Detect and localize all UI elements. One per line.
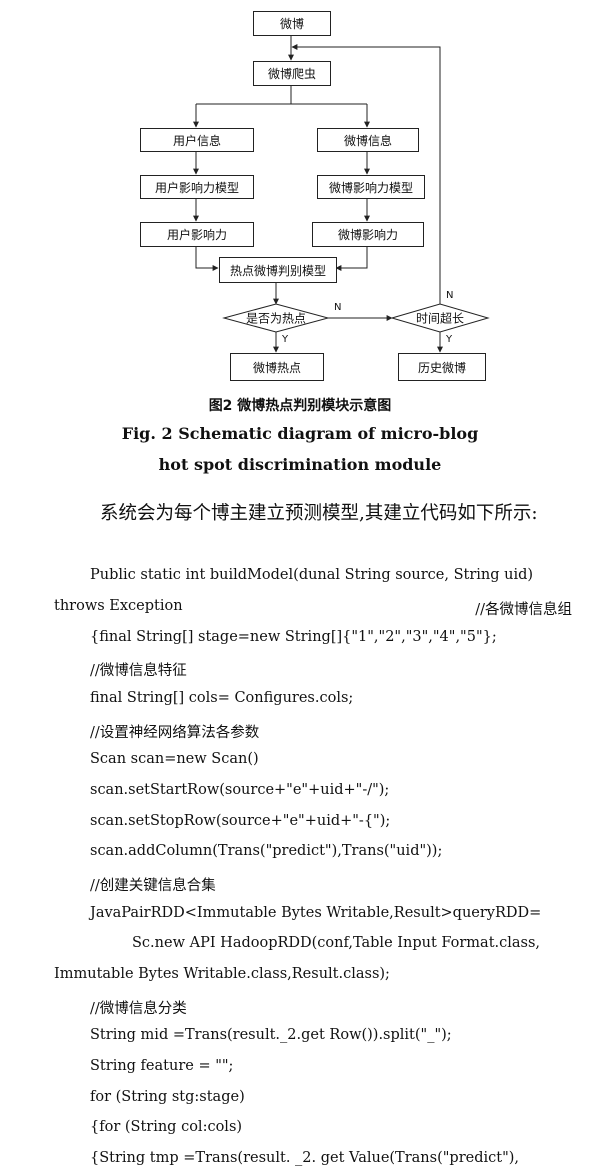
edge-label-y-hot: Y: [282, 334, 289, 345]
decision-is-hot-label: 是否为热点: [245, 311, 307, 326]
node-user-influence: 用户影响力: [140, 222, 254, 247]
node-history: 历史微博: [398, 353, 486, 381]
code-comment: //微博信息分类: [90, 1001, 187, 1017]
edge-weiboinfluence-hotmodel: [335, 245, 368, 271]
code-line: scan.addColumn(Trans("predict"),Trans("u…: [90, 843, 443, 859]
code-line: Scan scan=new Scan(): [90, 751, 259, 767]
node-user-model: 用户影响力模型: [140, 175, 254, 199]
flowchart: 微博 微博爬虫 用户信息 微博信息 用户影响力模型 微博影响力模型 用户影响力 …: [0, 0, 600, 390]
node-weibo-model: 微博影响力模型: [317, 175, 425, 199]
node-weibo: 微博: [253, 11, 331, 36]
edge-userinfluence-hotmodel: [195, 245, 219, 271]
code-line: Immutable Bytes Writable.class,Result.cl…: [54, 966, 390, 982]
figure-caption-en-line2: hot spot discrimination module: [158, 455, 442, 474]
edge-time-loop: [291, 44, 441, 304]
decision-is-hot-shape: [222, 303, 330, 333]
edge-label-n-time: N: [446, 290, 454, 301]
code-line: JavaPairRDD<Immutable Bytes Writable,Res…: [90, 905, 542, 921]
decision-time-label: 时间超长: [415, 311, 465, 326]
figure-caption-en-line1: Fig. 2 Schematic diagram of micro-blog: [121, 424, 479, 443]
code-comment: //各微博信息组: [475, 602, 572, 618]
flowchart-connectors: [193, 35, 490, 353]
code-comment: //设置神经网络算法各参数: [90, 725, 260, 741]
code-line: Sc.new API HadoopRDD(conf,Table Input Fo…: [132, 935, 541, 951]
code-comment: //创建关键信息合集: [90, 878, 216, 894]
code-line: String feature = "";: [90, 1058, 234, 1074]
code-line: {for (String col:cols): [90, 1119, 243, 1135]
code-line: {String tmp =Trans(result. _2. get Value…: [90, 1150, 520, 1166]
edge-label-n-decision: N: [334, 302, 342, 313]
decision-time-shape: [390, 303, 490, 333]
node-hot-model: 热点微博判别模型: [219, 257, 337, 283]
code-line: final String[] cols= Configures.cols;: [90, 690, 354, 706]
code-line: throws Exception: [54, 598, 183, 614]
node-weibo-influence: 微博影响力: [312, 222, 424, 247]
code-line: for (String stg:stage): [90, 1089, 245, 1105]
code-line: scan.setStopRow(source+"e"+uid+"-{");: [90, 813, 391, 829]
code-line: {final String[] stage=new String[]{"1","…: [90, 629, 497, 645]
node-hot-result: 微博热点: [230, 353, 324, 381]
node-crawler: 微博爬虫: [253, 61, 331, 86]
edge-label-y-history: Y: [446, 334, 453, 345]
code-comment: //微博信息特征: [90, 663, 187, 679]
body-paragraph: 系统会为每个博主建立预测模型,其建立代码如下所示:: [100, 503, 538, 524]
node-user-info: 用户信息: [140, 128, 254, 152]
code-line: Public static int buildModel(dunal Strin…: [90, 567, 534, 583]
code-line: String mid =Trans(result._2.get Row()).s…: [90, 1027, 452, 1043]
figure-caption-cn: 图2 微博热点判别模块示意图: [208, 398, 392, 414]
node-weibo-info: 微博信息: [317, 128, 419, 152]
code-line: scan.setStartRow(source+"e"+uid+"-/");: [90, 782, 390, 798]
